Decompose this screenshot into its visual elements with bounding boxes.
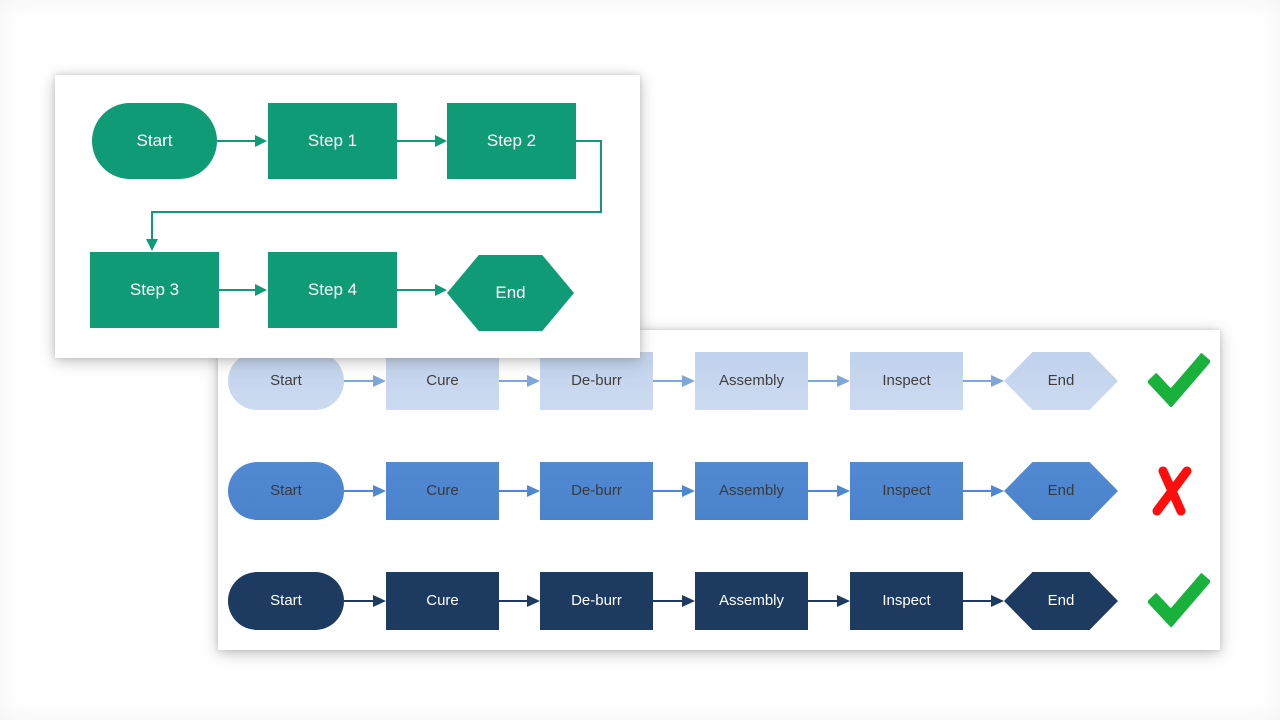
flow-node-dark-cure: Cure (386, 572, 499, 630)
flow-node-step-1: Step 1 (268, 103, 397, 179)
flow-node-medium-assembly: Assembly (695, 462, 808, 520)
arrow-connector (963, 484, 1004, 498)
arrow-connector (653, 594, 695, 608)
flow-node-medium-de-burr: De-burr (540, 462, 653, 520)
arrow-icon (653, 485, 695, 497)
flow-node-light-de-burr: De-burr (540, 352, 653, 410)
flow-node-dark-de-burr: De-burr (540, 572, 653, 630)
arrow-connector (963, 594, 1004, 608)
arrow-icon (808, 595, 850, 607)
flow-node-medium-inspect: Inspect (850, 462, 963, 520)
arrow-connector (808, 594, 850, 608)
flow-connector-lines (146, 135, 602, 296)
arrow-icon (808, 485, 850, 497)
flow-node-step-2: Step 2 (447, 103, 576, 179)
arrow-connector (653, 484, 695, 498)
arrow-icon (344, 375, 386, 387)
flow-node-step-3: Step 3 (90, 252, 219, 328)
flow-node-light-start: Start (228, 352, 344, 410)
arrow-icon (499, 485, 540, 497)
flow-node-light-end: End (1004, 352, 1118, 410)
arrow-icon (808, 375, 850, 387)
arrow-connector (808, 374, 850, 388)
flow-node-dark-end: End (1004, 572, 1118, 630)
result-check (1146, 352, 1212, 409)
arrow-connector (344, 594, 386, 608)
arrow-icon (653, 595, 695, 607)
arrow-icon (344, 485, 386, 497)
arrow-connector (808, 484, 850, 498)
flow-node-dark-inspect: Inspect (850, 572, 963, 630)
arrow-icon (653, 375, 695, 387)
arrow-connector (344, 374, 386, 388)
flow-node-medium-start: Start (228, 462, 344, 520)
arrow-icon (963, 375, 1004, 387)
flow-node-dark-start: Start (228, 572, 344, 630)
check-icon (1146, 352, 1212, 408)
result-cross (1148, 463, 1212, 519)
check-icon (1146, 572, 1212, 628)
comparison-flowcharts-card: Start Cure De-burr Assembly Inspect End … (218, 330, 1220, 650)
flow-node-start: Start (92, 103, 217, 179)
arrow-connector (344, 484, 386, 498)
arrow-icon (963, 485, 1004, 497)
result-check (1146, 572, 1212, 629)
arrow-step2-to-step3-elbow (146, 140, 602, 251)
arrow-connector (499, 374, 540, 388)
flow-node-light-cure: Cure (386, 352, 499, 410)
arrow-connector (653, 374, 695, 388)
cross-icon (1152, 466, 1192, 516)
arrow-connector (963, 374, 1004, 388)
arrow-icon (499, 595, 540, 607)
arrow-connector (499, 594, 540, 608)
flow-node-light-inspect: Inspect (850, 352, 963, 410)
arrow-connector (499, 484, 540, 498)
flow-node-medium-end: End (1004, 462, 1118, 520)
arrow-icon (963, 595, 1004, 607)
flow-node-light-assembly: Assembly (695, 352, 808, 410)
arrow-icon (499, 375, 540, 387)
flow-node-medium-cure: Cure (386, 462, 499, 520)
flow-node-step-4: Step 4 (268, 252, 397, 328)
arrow-icon (344, 595, 386, 607)
flow-node-dark-assembly: Assembly (695, 572, 808, 630)
